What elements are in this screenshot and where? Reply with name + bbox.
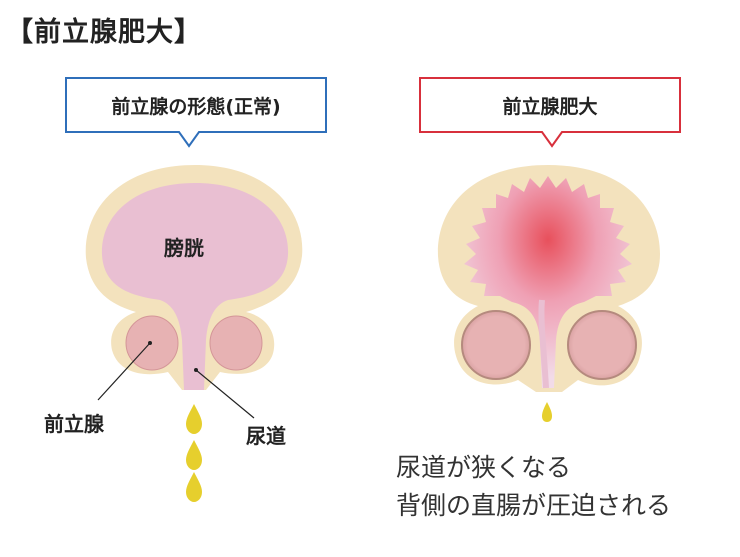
enlarged-callout-label: 前立腺肥大 [502,96,598,118]
note-urethra-narrows: 尿道が狭くなる [396,453,572,482]
prostate-label: 前立腺 [44,412,104,436]
enlarged-anatomy [437,165,660,422]
prostate-right [209,315,263,371]
page-title: 【前立腺肥大】 [6,17,202,48]
enlarged-callout [419,77,681,148]
urethra-label: 尿道 [246,424,286,448]
enlarged-prostate-right [567,310,637,380]
normal-callout [65,77,327,148]
note-rectum-compressed: 背側の直腸が圧迫される [396,491,672,520]
enlarged-bladder [464,176,632,388]
bladder-label: 膀胱 [164,236,204,260]
normal-anatomy [85,165,303,502]
bladder [101,183,289,390]
enlarged-urine-drop [542,402,552,422]
normal-callout-label: 前立腺の形態(正常) [111,96,281,118]
enlarged-prostate-left [461,310,531,380]
urine-drops [186,404,202,502]
